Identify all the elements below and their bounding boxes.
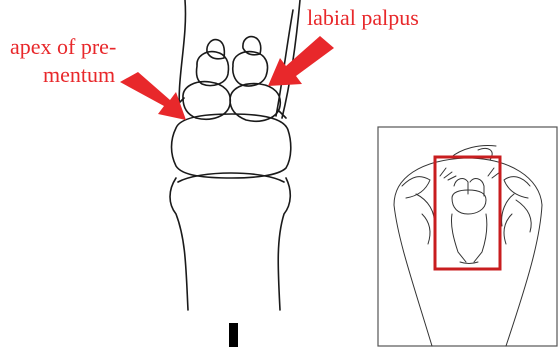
- postmentum: [170, 178, 188, 310]
- scale-bar: [229, 323, 238, 347]
- palpus-arrow: [268, 36, 334, 86]
- left-palp-tip: [207, 40, 224, 59]
- right-palp-seg2: [233, 52, 268, 86]
- label-labial-palpus: labial palpus: [307, 6, 419, 30]
- prementum: [172, 114, 291, 178]
- postmentum-right: [278, 178, 290, 310]
- inset-frame: [378, 127, 557, 346]
- label-apex-line1: apex of pre-: [10, 35, 116, 59]
- label-apex-line2: mentum: [43, 63, 115, 87]
- inset-panel: [378, 127, 557, 346]
- labium-drawing: [170, 0, 300, 310]
- apex-arrow: [120, 72, 186, 120]
